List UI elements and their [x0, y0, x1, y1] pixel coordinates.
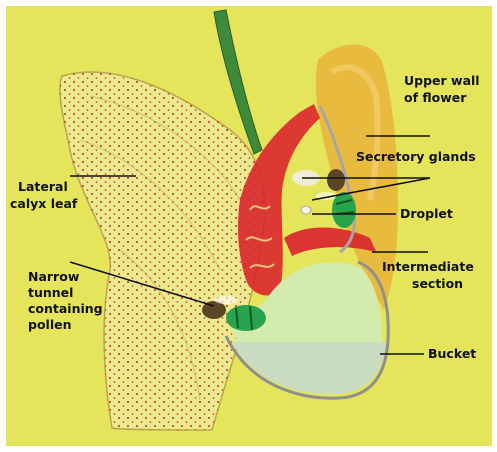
- label-intermediate-1: Intermediate: [382, 259, 474, 274]
- label-intermediate-2: section: [412, 276, 463, 291]
- label-lateral-1: Lateral: [18, 179, 68, 194]
- droplet-shape: [301, 206, 311, 214]
- label-upper-wall-1: Upper wall: [404, 73, 480, 88]
- label-narrow-4: pollen: [28, 317, 71, 332]
- label-narrow-1: Narrow: [28, 269, 80, 284]
- label-droplet: Droplet: [400, 206, 453, 221]
- label-bucket: Bucket: [428, 346, 476, 361]
- label-secretory-glands: Secretory glands: [356, 149, 476, 164]
- label-narrow-3: containing: [28, 301, 103, 316]
- label-lateral-2: calyx leaf: [10, 196, 78, 211]
- label-upper-wall-2: of flower: [404, 90, 467, 105]
- label-narrow-2: tunnel: [28, 285, 73, 300]
